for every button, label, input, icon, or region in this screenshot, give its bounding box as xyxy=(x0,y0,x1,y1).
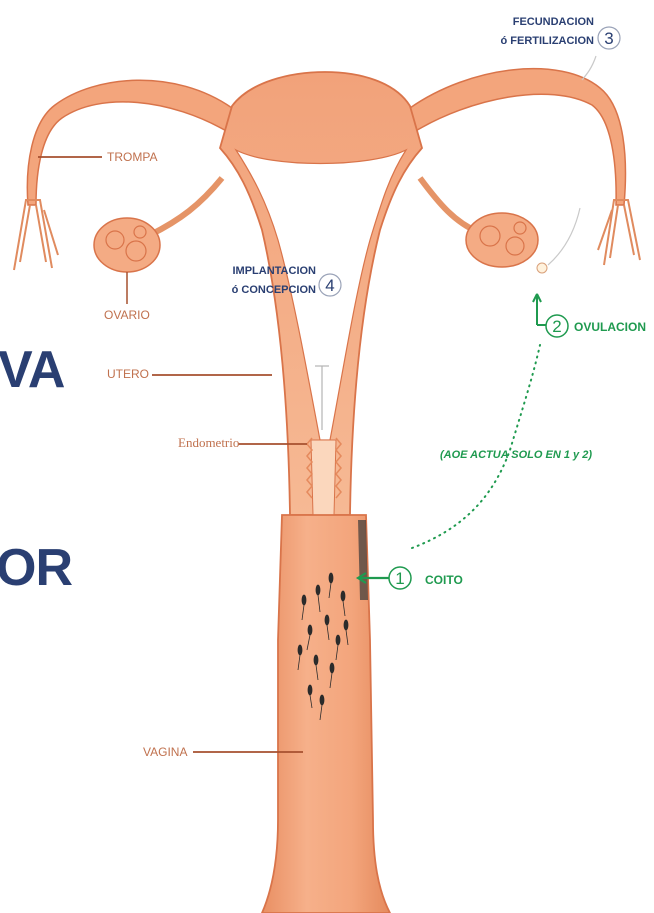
ovary-right xyxy=(466,213,538,267)
fecundacion-line2: ó FERTILIZACION xyxy=(501,35,595,47)
label-ovario: OVARIO xyxy=(104,308,150,322)
ovarian-ligament-left xyxy=(150,178,222,235)
step-coito: 1 COITO xyxy=(358,567,463,589)
coito-arrow xyxy=(358,573,389,583)
coito-number: 1 xyxy=(395,569,404,588)
ovulacion-label: OVULACION xyxy=(574,320,646,334)
implantacion-number: 4 xyxy=(325,276,334,295)
label-endometrio: Endometrio xyxy=(178,435,239,450)
label-vagina: VAGINA xyxy=(143,745,187,759)
implantacion-line2: ó CONCEPCION xyxy=(232,284,316,296)
implantacion-line1: IMPLANTACION xyxy=(232,265,316,277)
step-ovulacion: 2 OVULACION xyxy=(533,294,646,337)
fertilization-pointer xyxy=(582,56,596,80)
fecundacion-line1: FECUNDACION xyxy=(513,16,594,28)
ovary-left xyxy=(94,218,160,272)
ovulacion-number: 2 xyxy=(552,317,561,336)
step-fecundacion: FECUNDACION ó FERTILIZACION 3 xyxy=(501,16,621,49)
aoe-note: (AOE ACTUA SOLO EN 1 y 2) xyxy=(440,449,592,461)
ovarian-ligament-right xyxy=(420,178,478,232)
label-utero: UTERO xyxy=(107,367,149,381)
dotted-connector xyxy=(412,345,540,548)
ovum-path xyxy=(548,208,580,265)
fecundacion-number: 3 xyxy=(604,29,613,48)
vagina xyxy=(262,515,390,913)
coito-label: COITO xyxy=(425,573,463,587)
ovum xyxy=(537,263,547,273)
label-trompa: TROMPA xyxy=(107,150,157,164)
ovulacion-arrow xyxy=(533,294,541,325)
